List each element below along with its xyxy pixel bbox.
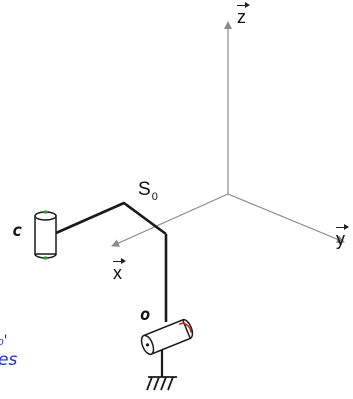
z-axis-label: z: [237, 2, 250, 27]
c-label: c: [12, 221, 23, 241]
cropped-text-line-1: ₀': [0, 333, 8, 349]
cylinder-joint-o: [140, 318, 194, 356]
cylinder-joint-c: [34, 210, 57, 260]
x-axis-label: x: [113, 258, 126, 283]
cropped-text-line-2: es: [0, 350, 18, 370]
ground-symbol: [146, 376, 177, 391]
y-axis: [227, 193, 345, 244]
x-axis: [111, 193, 229, 247]
upper-link: [55, 201, 167, 236]
s0-label: S0: [138, 179, 158, 203]
y-axis-label: y: [336, 224, 349, 249]
o-label: o: [140, 305, 151, 325]
